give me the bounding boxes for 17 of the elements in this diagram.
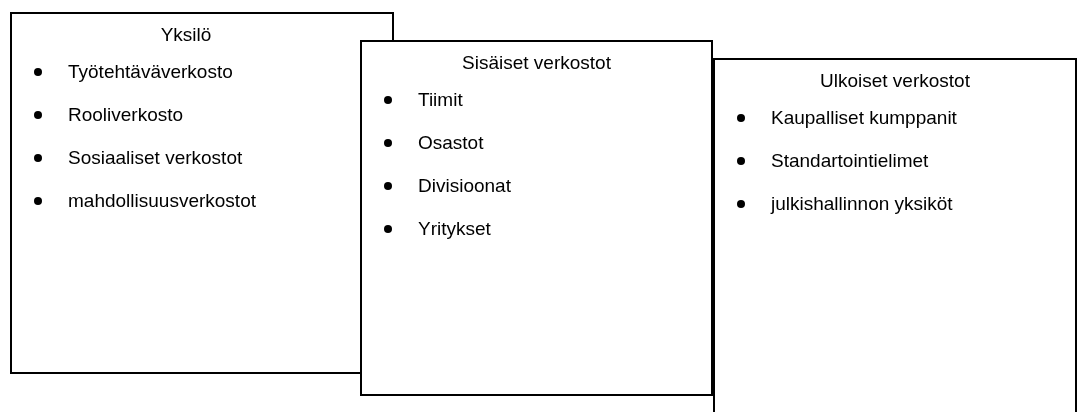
list-item: mahdollisuusverkostot: [68, 189, 256, 213]
list-item: Sosiaaliset verkostot: [68, 146, 243, 170]
list-item: Standartointielimet: [771, 149, 929, 173]
box-heading: Sisäiset verkostot: [462, 52, 611, 73]
list-item: Työtehtäväverkosto: [68, 60, 233, 84]
list-item: Tiimit: [418, 88, 463, 112]
box-heading: Ulkoiset verkostot: [820, 70, 970, 91]
box-heading: Yksilö: [160, 24, 212, 45]
list-item: julkishallinnon yksiköt: [771, 192, 953, 216]
list-item: Osastot: [418, 131, 484, 155]
network-box: [10, 12, 360, 374]
list-item: Yritykset: [418, 217, 491, 241]
list-item: Rooliverkosto: [68, 103, 184, 127]
list-item: Kaupalliset kumppanit: [771, 106, 957, 130]
list-item: Divisioonat: [418, 174, 511, 198]
network-box: [713, 58, 1077, 412]
network-box: [360, 40, 713, 396]
